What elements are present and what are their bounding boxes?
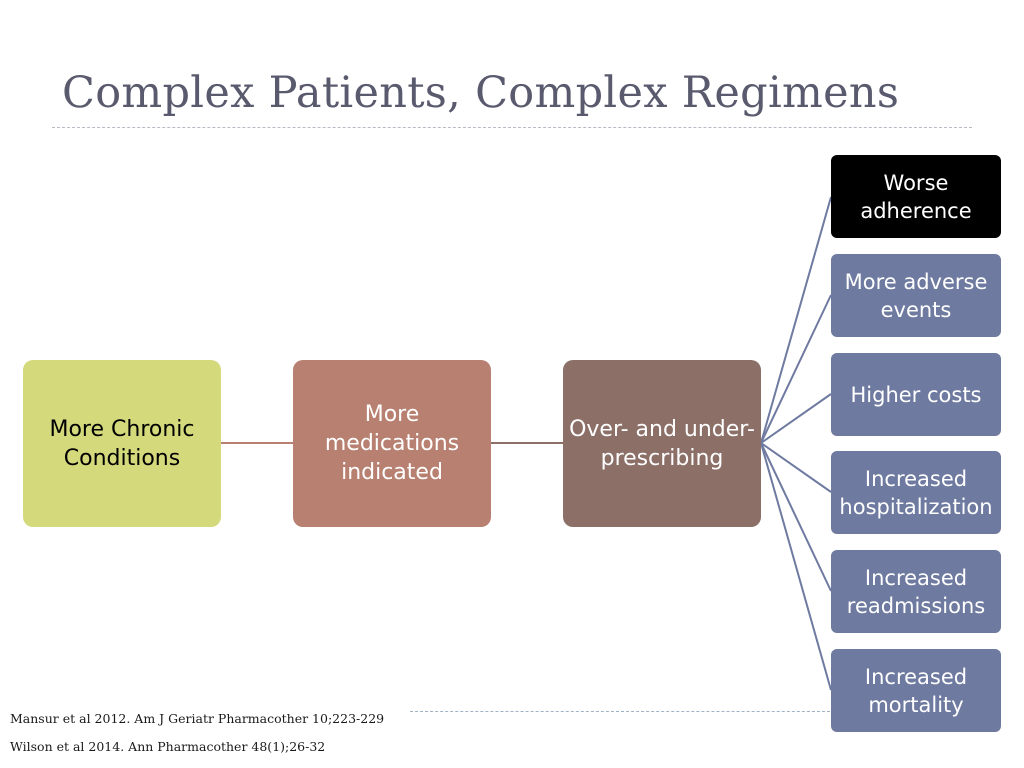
chronic-conditions-label: More Chronic Conditions	[49, 416, 195, 471]
slide-title: Complex Patients, Complex Regimens	[62, 68, 900, 118]
title-divider	[52, 127, 972, 128]
outcome-label: Higher costs	[850, 382, 982, 407]
outcome-box-higher-costs: Higher costs	[831, 353, 1001, 436]
outcome-label: Increased hospitalization	[839, 466, 993, 519]
outcome-box-worse-adherence: Worse adherence	[831, 155, 1001, 238]
connector-to-mortality	[760, 442, 832, 691]
citation-mansur: Mansur et al 2012. Am J Geriatr Pharmaco…	[10, 711, 385, 726]
outcome-label: Increased mortality	[864, 664, 968, 717]
medications-indicated-label: More medications indicated	[324, 402, 460, 485]
over-under-prescribing-label: Over- and under-prescribing	[569, 416, 755, 471]
connector-to-hospitalization	[760, 442, 832, 493]
outcome-box-adverse-events: More adverse events	[831, 254, 1001, 337]
over-under-prescribing-box: Over- and under-prescribing	[563, 360, 761, 527]
outcome-label: More adverse events	[844, 269, 988, 322]
citation-wilson: Wilson et al 2014. Ann Pharmacother 48(1…	[10, 739, 326, 754]
connector-to-higher-costs	[760, 393, 832, 444]
connector-to-adverse-events	[760, 294, 832, 444]
chronic-conditions-box: More Chronic Conditions	[23, 360, 221, 527]
outcome-label: Increased readmissions	[846, 565, 986, 618]
connector-to-readmissions	[760, 442, 832, 592]
medications-indicated-box: More medications indicated	[293, 360, 491, 527]
outcome-box-readmissions: Increased readmissions	[831, 550, 1001, 633]
outcome-label: Worse adherence	[860, 170, 972, 223]
outcome-box-mortality: Increased mortality	[831, 649, 1001, 732]
footer-divider	[410, 711, 830, 712]
outcome-box-hospitalization: Increased hospitalization	[831, 451, 1001, 534]
connector-to-worse-adherence	[760, 196, 832, 444]
